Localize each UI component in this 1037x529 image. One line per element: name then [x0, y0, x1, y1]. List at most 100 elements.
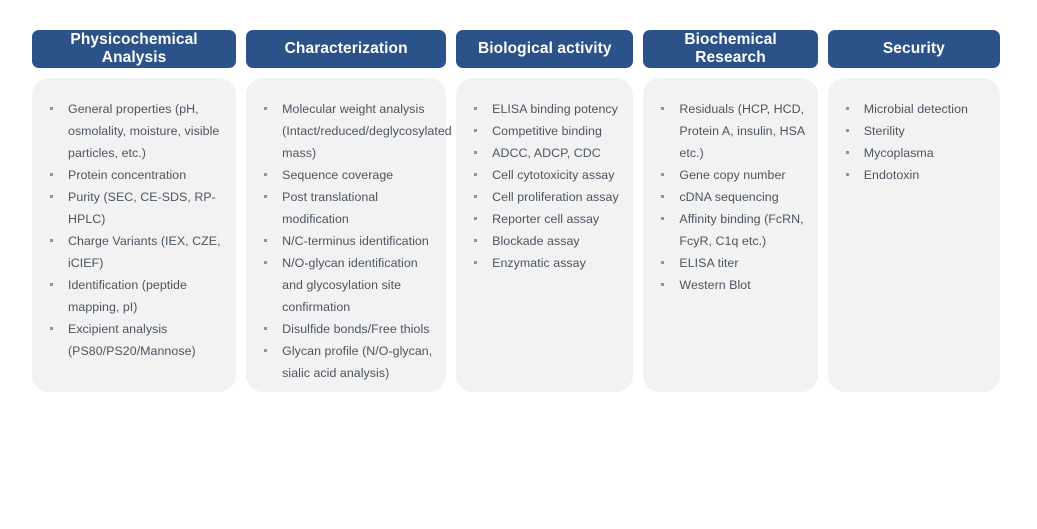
list-item: Sterility: [842, 120, 988, 142]
list-item-label: Post translational modification: [282, 190, 379, 226]
bullet-dot-icon: [264, 327, 268, 330]
column-header-3[interactable]: Biochemical Research: [643, 30, 818, 68]
list-item: Disulfide bonds/Free thiols: [260, 318, 434, 340]
list-item-label: Residuals (HCP, HCD, Protein A, insulin,…: [679, 102, 805, 160]
list-item: Identification (peptide mapping, pI): [46, 274, 224, 318]
bullet-dot-icon: [845, 151, 849, 154]
list-item: ELISA binding potency: [470, 98, 621, 120]
bullet-dot-icon: [264, 173, 268, 176]
bullet-dot-icon: [661, 107, 665, 110]
list-item: Western Blot: [657, 274, 805, 296]
bullet-dot-icon: [474, 217, 478, 220]
bullet-dot-icon: [50, 173, 53, 176]
list-item: Purity (SEC, CE-SDS, RP-HPLC): [46, 186, 224, 230]
list-item-label: Sterility: [863, 124, 905, 138]
list-item-label: Blockade assay: [492, 234, 580, 248]
list-item-label: Enzymatic assay: [492, 256, 586, 270]
list-item-label: ELISA binding potency: [492, 102, 618, 116]
list-item: Microbial detection: [842, 98, 988, 120]
list-item: General properties (pH, osmolality, mois…: [46, 98, 224, 164]
list-item: Molecular weight analysis (Intact/reduce…: [260, 98, 452, 164]
list-item-label: cDNA sequencing: [679, 190, 779, 204]
list-item-label: Reporter cell assay: [492, 212, 600, 226]
list-item: Sequence coverage: [260, 164, 434, 186]
bullet-list: Residuals (HCP, HCD, Protein A, insulin,…: [657, 98, 805, 296]
bullet-dot-icon: [264, 349, 268, 352]
list-item-label: Glycan profile (N/O-glycan, sialic acid …: [282, 344, 433, 380]
column-header-1[interactable]: Characterization: [246, 30, 447, 68]
bullet-dot-icon: [661, 261, 665, 264]
list-item-label: Purity (SEC, CE-SDS, RP-HPLC): [68, 190, 216, 226]
list-item: Affinity binding (FcRN, FcyR, C1q etc.): [657, 208, 805, 252]
bullet-dot-icon: [661, 173, 665, 176]
bullet-dot-icon: [264, 107, 268, 110]
list-item: Post translational modification: [260, 186, 434, 230]
bullet-dot-icon: [845, 107, 849, 110]
bullet-dot-icon: [50, 107, 53, 110]
list-item-label: N/C-terminus identification: [282, 234, 429, 248]
list-item: Reporter cell assay: [470, 208, 621, 230]
bullet-dot-icon: [50, 283, 53, 286]
list-item: Cell cytotoxicity assay: [470, 164, 621, 186]
list-item-label: General properties (pH, osmolality, mois…: [68, 102, 220, 160]
bullet-dot-icon: [474, 107, 478, 110]
list-item: Endotoxin: [842, 164, 988, 186]
bullet-list: Molecular weight analysis (Intact/reduce…: [260, 98, 452, 384]
list-item: N/C-terminus identification: [260, 230, 434, 252]
bullet-list: General properties (pH, osmolality, mois…: [46, 98, 224, 362]
list-item-label: Molecular weight analysis (Intact/reduce…: [282, 102, 452, 160]
list-item-label: Identification (peptide mapping, pI): [68, 278, 187, 314]
list-item-label: Cell cytotoxicity assay: [492, 168, 615, 182]
bullet-dot-icon: [474, 195, 478, 198]
list-item: Competitive binding: [470, 120, 621, 142]
list-item-label: Endotoxin: [863, 168, 920, 182]
list-item: Mycoplasma: [842, 142, 988, 164]
list-item: ELISA titer: [657, 252, 805, 274]
list-item: Cell proliferation assay: [470, 186, 621, 208]
bullet-dot-icon: [661, 283, 665, 286]
list-item-label: Cell proliferation assay: [492, 190, 619, 204]
bullet-dot-icon: [50, 327, 53, 330]
column-header-0[interactable]: Physicochemical Analysis: [32, 30, 237, 68]
bullet-dot-icon: [845, 173, 849, 176]
list-item-label: Competitive binding: [492, 124, 602, 138]
list-item: Glycan profile (N/O-glycan, sialic acid …: [260, 340, 434, 384]
bullet-dot-icon: [474, 129, 478, 132]
bullet-dot-icon: [264, 261, 268, 264]
list-item-label: Affinity binding (FcRN, FcyR, C1q etc.): [679, 212, 804, 248]
bullet-dot-icon: [845, 129, 849, 132]
list-item: Protein concentration: [46, 164, 224, 186]
bullet-dot-icon: [264, 195, 268, 198]
list-item-label: Excipient analysis (PS80/PS20/Mannose): [68, 322, 196, 358]
bullet-dot-icon: [474, 261, 478, 264]
list-item-label: Microbial detection: [863, 102, 968, 116]
column-header-4[interactable]: Security: [827, 30, 1000, 68]
list-item: N/O-glycan identification and glycosylat…: [260, 252, 434, 318]
list-item: Excipient analysis (PS80/PS20/Mannose): [46, 318, 224, 362]
list-item: Charge Variants (IEX, CZE, iCIEF): [46, 230, 224, 274]
bullet-dot-icon: [474, 151, 478, 154]
list-item-label: Charge Variants (IEX, CZE, iCIEF): [68, 234, 221, 270]
list-item-label: ELISA titer: [679, 256, 739, 270]
bullet-dot-icon: [661, 195, 665, 198]
column-card: Molecular weight analysis (Intact/reduce…: [246, 78, 452, 392]
list-item-label: Disulfide bonds/Free thiols: [282, 322, 430, 336]
column-header-2[interactable]: Biological activity: [456, 30, 634, 68]
list-item: Enzymatic assay: [470, 252, 621, 274]
bullet-dot-icon: [474, 239, 478, 242]
list-item-label: Protein concentration: [68, 168, 187, 182]
list-item-label: ADCC, ADCP, CDC: [492, 146, 601, 160]
list-item-label: Mycoplasma: [863, 146, 934, 160]
bullet-dot-icon: [661, 217, 665, 220]
list-item: Blockade assay: [470, 230, 621, 252]
bullet-dot-icon: [50, 239, 53, 242]
